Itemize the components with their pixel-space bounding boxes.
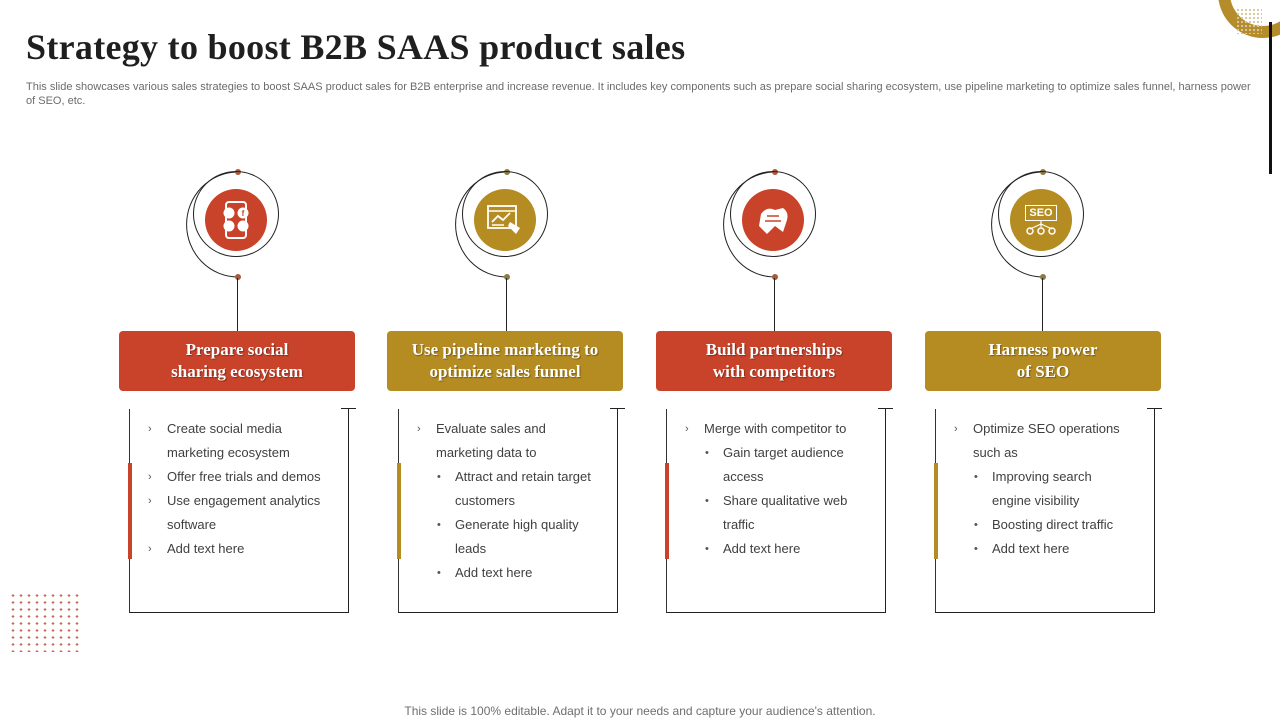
footer-note: This slide is 100% editable. Adapt it to…: [404, 704, 876, 718]
list-item: •Add text here: [973, 537, 1143, 561]
analytics-megaphone-icon: [474, 189, 536, 251]
box-tick: [878, 408, 893, 409]
list-item: ›Add text here: [148, 537, 337, 561]
header-line: of SEO: [1016, 362, 1070, 381]
header-line: Build partnerships: [705, 340, 843, 359]
social-media-phone-icon: f: [205, 189, 267, 251]
list-item: •Share qualitative web traffic: [704, 489, 864, 537]
seo-label: SEO: [1025, 205, 1057, 221]
chevron-icon: ›: [148, 471, 152, 483]
list-item: ›Evaluate sales and marketing data to: [417, 417, 601, 465]
header-line: with competitors: [712, 362, 836, 381]
strategy-header: Prepare social sharing ecosystem: [119, 331, 355, 391]
content-box: ›Optimize SEO operations such as •Improv…: [934, 408, 1162, 613]
content-box: ›Merge with competitor to •Gain target a…: [665, 408, 893, 613]
bullet-icon: •: [705, 543, 709, 555]
icon-ring-group: [452, 165, 562, 285]
content-box: ›Evaluate sales and marketing data to •A…: [397, 408, 625, 613]
bullet-icon: •: [705, 447, 709, 459]
bullet-list: ›Optimize SEO operations such as •Improv…: [954, 417, 1143, 561]
list-item: ›Offer free trials and demos: [148, 465, 337, 489]
chevron-icon: ›: [148, 495, 152, 507]
list-item: •Add text here: [704, 537, 874, 561]
bullet-icon: •: [974, 543, 978, 555]
box-tick: [341, 408, 356, 409]
chevron-icon: ›: [954, 423, 958, 435]
bullet-list: ›Merge with competitor to •Gain target a…: [685, 417, 874, 561]
page-title: Strategy to boost B2B SAAS product sales: [26, 27, 686, 67]
list-item: ›Optimize SEO operations such as: [954, 417, 1143, 465]
header-line: Harness power: [988, 340, 1098, 359]
header-line: Prepare social: [185, 340, 289, 359]
bullet-list: ›Create social media marketing ecosystem…: [148, 417, 337, 561]
outer-ring: [998, 171, 1084, 257]
list-item: ›Use engagement analytics software: [148, 489, 337, 537]
list-item: •Improving search engine visibility: [973, 465, 1123, 513]
header-line: optimize sales funnel: [429, 362, 581, 381]
strategy-header: Use pipeline marketing to optimize sales…: [387, 331, 623, 391]
bullet-icon: •: [437, 471, 441, 483]
connector-stem: [237, 278, 238, 331]
bullet-icon: •: [437, 519, 441, 531]
seo-icon: SEO: [1010, 189, 1072, 251]
accent-bar: [934, 463, 938, 559]
list-item: ›Create social media marketing ecosystem: [148, 417, 337, 465]
accent-bar: [665, 463, 669, 559]
page-subtitle: This slide showcases various sales strat…: [26, 81, 1251, 107]
connector-stem: [774, 278, 775, 331]
icon-ring-group: SEO: [988, 165, 1098, 285]
connector-stem: [506, 278, 507, 331]
header-line: Use pipeline marketing to: [411, 340, 599, 359]
svg-text:f: f: [242, 209, 245, 218]
icon-ring-group: [720, 165, 830, 285]
bullet-icon: •: [705, 495, 709, 507]
corner-dots-decoration: [1236, 8, 1262, 34]
strategy-header: Harness power of SEO: [925, 331, 1161, 391]
bullet-icon: •: [974, 519, 978, 531]
box-tick: [1147, 408, 1162, 409]
chevron-icon: ›: [148, 423, 152, 435]
outer-ring: [730, 171, 816, 257]
connector-stem: [1042, 278, 1043, 331]
chevron-icon: ›: [685, 423, 689, 435]
dot-grid-decoration: [9, 592, 81, 652]
chevron-icon: ›: [417, 423, 421, 435]
accent-bar: [128, 463, 132, 559]
bullet-icon: •: [437, 567, 441, 579]
list-item: •Gain target audience access: [704, 441, 854, 489]
list-item: ›Merge with competitor to: [685, 417, 874, 441]
chevron-icon: ›: [148, 543, 152, 555]
outer-ring: [193, 171, 279, 257]
bullet-icon: •: [974, 471, 978, 483]
list-item: •Attract and retain target customers: [436, 465, 601, 513]
list-item: •Boosting direct traffic: [973, 513, 1143, 537]
right-bar-decoration: [1269, 22, 1272, 174]
list-item: •Generate high quality leads: [436, 513, 601, 561]
list-item: •Add text here: [436, 561, 601, 585]
outer-ring: [462, 171, 548, 257]
box-tick: [610, 408, 625, 409]
strategy-header: Build partnerships with competitors: [656, 331, 892, 391]
bullet-list: ›Evaluate sales and marketing data to •A…: [417, 417, 601, 585]
icon-ring-group: f: [183, 165, 293, 285]
accent-bar: [397, 463, 401, 559]
header-line: sharing ecosystem: [171, 362, 303, 381]
handshake-icon: [742, 189, 804, 251]
content-box: ›Create social media marketing ecosystem…: [128, 408, 356, 613]
